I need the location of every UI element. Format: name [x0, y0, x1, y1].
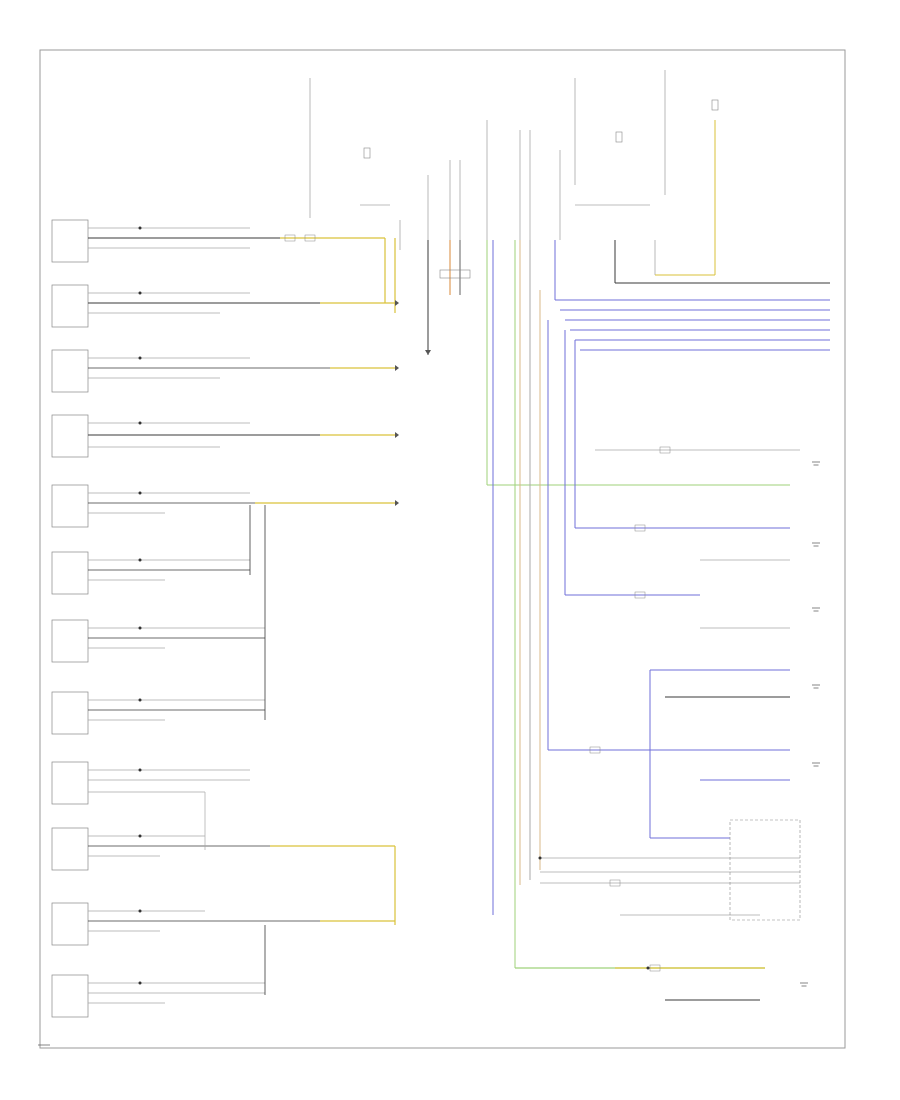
splice-icon	[138, 421, 142, 425]
right-gray-lines	[540, 120, 830, 1001]
splice-icon	[138, 626, 142, 630]
center-connector	[439, 240, 471, 295]
ground-symbols	[38, 461, 820, 1046]
switch-module	[51, 551, 89, 595]
splice-icon	[138, 558, 142, 562]
connector-ticks	[284, 234, 671, 972]
left-switch-modules	[51, 219, 89, 1018]
arrow-icon	[395, 300, 399, 306]
splice-icon	[138, 698, 142, 702]
ground-icon	[812, 461, 820, 466]
splice-icon	[646, 966, 650, 970]
fuse-icon	[363, 147, 371, 159]
switch-module	[51, 761, 89, 805]
switch-module	[51, 974, 89, 1018]
splices	[138, 226, 650, 985]
fuse-icon	[615, 131, 623, 143]
switch-module	[51, 219, 89, 263]
arrow-icon	[425, 350, 431, 355]
colored-trunks	[486, 240, 790, 969]
ground-icon	[812, 762, 820, 767]
splice-icon	[138, 291, 142, 295]
splice-icon	[138, 226, 142, 230]
splice-icon	[138, 981, 142, 985]
ground-icon	[812, 684, 820, 689]
diagram-frame	[39, 49, 846, 1049]
switch-module	[51, 484, 89, 528]
left-vertical-buses	[204, 238, 431, 995]
splice-icon	[538, 856, 542, 860]
arrow-icon	[395, 500, 399, 506]
fuse-icon	[711, 99, 719, 111]
switch-module	[51, 691, 89, 735]
left-wire-runs	[88, 227, 395, 1004]
switch-module	[51, 827, 89, 871]
ground-icon	[800, 982, 808, 987]
switch-module	[51, 414, 89, 458]
switch-module	[51, 349, 89, 393]
top-fuse-area	[309, 70, 719, 250]
arrow-icon	[395, 432, 399, 438]
splice-icon	[138, 768, 142, 772]
switch-module	[51, 284, 89, 328]
splice-icon	[138, 491, 142, 495]
ground-icon	[812, 542, 820, 547]
switch-module	[51, 902, 89, 946]
splice-icon	[138, 909, 142, 913]
blue-signal-lines	[547, 240, 830, 839]
switch-module	[51, 619, 89, 663]
connector-block	[439, 269, 471, 279]
splice-icon	[138, 356, 142, 360]
ground-icon	[812, 607, 820, 612]
illumination-module	[729, 819, 801, 921]
arrow-icon	[395, 365, 399, 371]
splice-icon	[138, 834, 142, 838]
